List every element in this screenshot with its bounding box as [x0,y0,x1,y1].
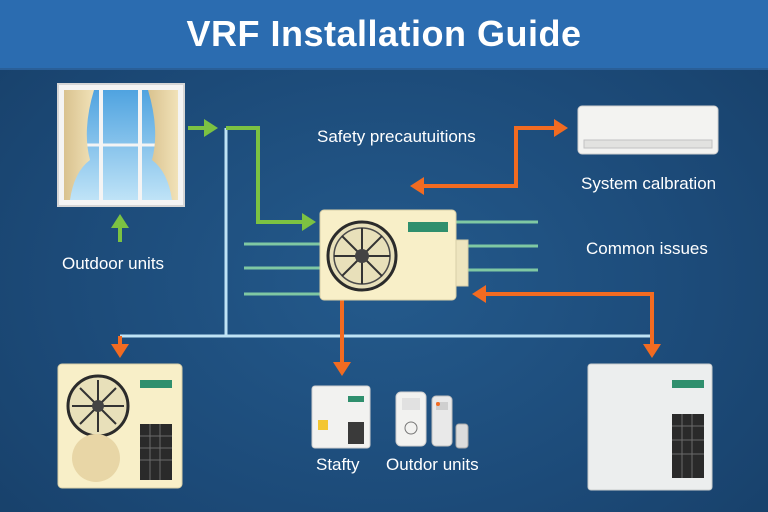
green-arrowhead-pipe [204,119,218,137]
orange-arrow-right-loop [484,292,654,346]
green-refrigerant-lines [244,220,538,296]
green-arrowhead-unit [302,213,316,231]
green-arrow-to-unit [226,126,304,224]
page-title: VRF Installation Guide [186,13,582,54]
orange-arrowhead-right-left [472,285,486,303]
green-arrowhead-up [111,214,129,228]
outdoor-unit-bottom-left [57,363,183,489]
label-safety-precautions: Safety precautuitions [317,127,476,146]
label-stafty: Stafty [316,455,360,474]
label-system-calibration: System calbration [581,174,717,193]
window-illustration [57,83,185,207]
green-arrows [111,119,316,242]
orange-arrowhead-right-down [643,344,661,358]
indoor-wall-unit [577,105,719,155]
orange-arrowhead-unit-top [410,177,424,195]
orange-arrowhead-left-down [111,344,129,358]
control-panel [311,385,371,449]
outdoor-unit-bottom-right [587,363,713,491]
title-bar: VRF Installation Guide [0,0,768,70]
orange-arrowhead-center [333,362,351,376]
thermostat-remotes [395,391,469,449]
label-outdoor-units-left: Outdoor units [62,254,165,273]
orange-arrows [111,119,661,376]
label-outdoor-units-bottom: Outdor units [386,455,479,474]
label-common-issues: Common issues [586,239,708,258]
orange-arrowhead-indoor [554,119,568,137]
orange-arrow-to-indoor [416,126,556,188]
pipe-lines [120,128,652,338]
central-outdoor-unit [319,209,469,301]
